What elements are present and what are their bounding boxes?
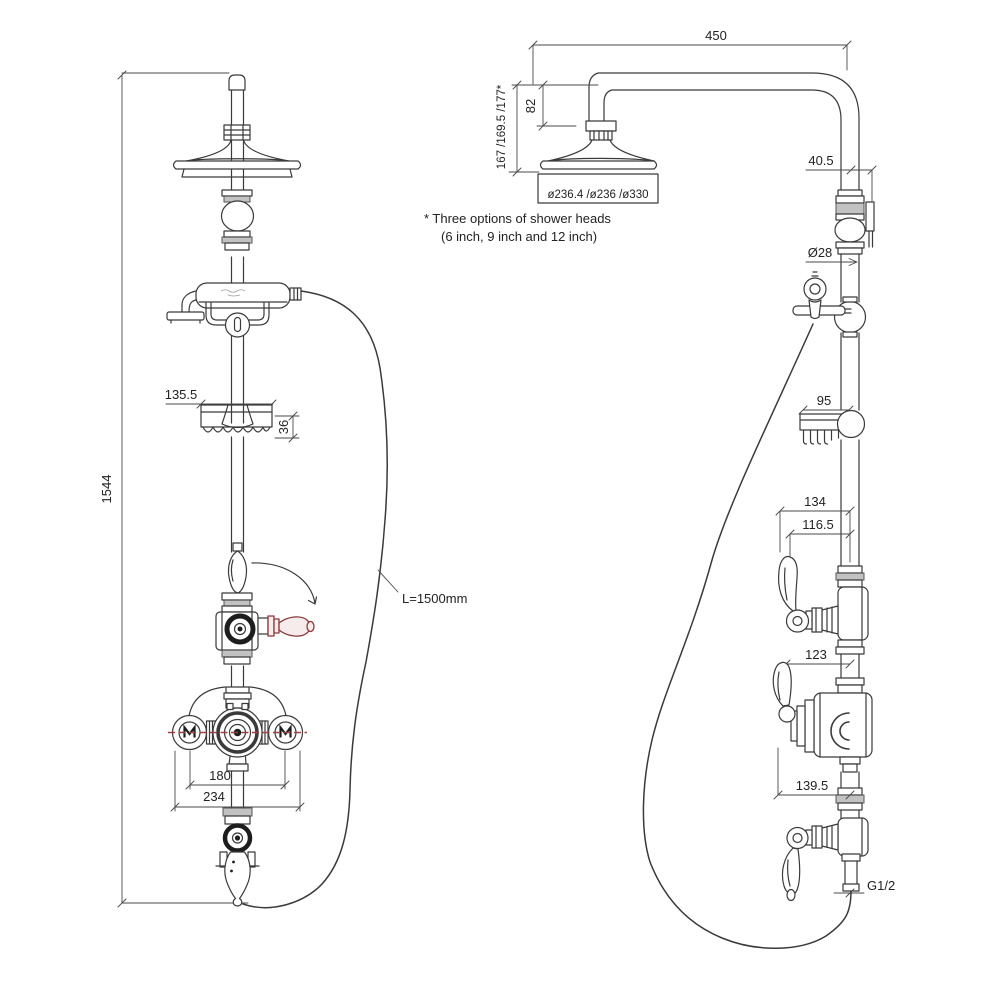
side-view: 450 82 167 /169.5 /177* ø236.4 /ø236 /ø3…	[424, 28, 895, 949]
cradle-knob	[224, 312, 251, 338]
head-size-outline	[537, 173, 659, 204]
left-union-mark	[183, 724, 196, 738]
dim-450-label: 450	[705, 28, 727, 43]
brand-mark	[220, 289, 246, 297]
outlet-lever-down	[781, 847, 801, 895]
dim-450-lines	[528, 40, 852, 85]
front-coupler	[220, 189, 255, 251]
note: * Three options of shower heads (6 inch,…	[424, 211, 611, 244]
dim-180-label: 180	[209, 768, 231, 783]
hose-curve	[242, 290, 389, 909]
wall-bracket	[865, 201, 875, 232]
red-lever-handle	[278, 616, 311, 637]
dim-95-label: 95	[817, 393, 831, 408]
dim-116-5-label: 116.5	[802, 517, 834, 532]
front-head-nut-lines	[223, 124, 251, 141]
valve-clip	[830, 712, 850, 750]
dim-40-5-lines	[805, 165, 877, 202]
side-diverter-tee	[777, 555, 869, 655]
dim-134-label: 134	[804, 494, 826, 509]
side-riser-pipe	[840, 253, 860, 819]
dim-pipe-dia-label: Ø28	[808, 245, 833, 260]
front-lever-valve	[215, 542, 318, 665]
head-diameter-options-label: ø236.4 /ø236 /ø330	[547, 189, 648, 201]
side-hose-curve	[642, 323, 852, 949]
dim-82-label: 82	[523, 99, 538, 113]
hand-shower-handle	[224, 851, 251, 907]
dim-123-label: 123	[805, 647, 827, 662]
side-soap-dish: 95	[798, 393, 866, 445]
dim-arm-drop: 82 167 /169.5 /177*	[496, 80, 599, 177]
front-hose: L=1500mm	[242, 290, 467, 909]
right-union-mark	[279, 724, 292, 738]
note-line1: * Three options of shower heads	[424, 211, 611, 226]
front-diverter	[166, 282, 302, 338]
dim-dish-height-label: 36	[276, 420, 291, 434]
dim-pipe-dia-lines	[805, 258, 858, 266]
dim-overall-height: 1544	[99, 70, 249, 908]
hose-nut	[842, 883, 860, 892]
red-lever-ring	[267, 615, 275, 637]
front-thermo-valve: 180 234	[168, 686, 307, 812]
dim-dish-width-label: 135.5	[165, 387, 198, 402]
wall-outlet-flange	[166, 311, 205, 321]
dim-234-label: 234	[203, 789, 225, 804]
front-soap-dish: 135.5 36	[165, 387, 300, 443]
dim-head-heights-label: 167 /169.5 /177*	[496, 84, 508, 169]
valve-lever	[772, 661, 792, 707]
dim-overall-height-label: 1544	[99, 475, 114, 504]
rotation-arc-arrow	[251, 562, 318, 605]
dim-134-lines	[775, 506, 855, 563]
side-coupler	[834, 189, 875, 255]
front-shower-head	[172, 139, 302, 178]
dim-116-5-lines	[785, 529, 855, 584]
dim-40-5-label: 40.5	[808, 153, 833, 168]
side-outlet-tee	[781, 817, 869, 902]
diverter-body	[195, 282, 291, 309]
dim-139-5-lines	[773, 747, 855, 800]
diverter-lever-up	[777, 555, 798, 612]
side-shower-head: ø236.4 /ø236 /ø330	[537, 120, 659, 204]
dim-139-5-label: 139.5	[796, 778, 829, 793]
shower-arm	[588, 72, 860, 191]
front-view: 1544	[99, 70, 467, 909]
front-hand-shower	[215, 807, 260, 907]
front-riser-cap	[228, 74, 246, 91]
hose-port	[289, 287, 302, 301]
dim-g12-label: G1/2	[867, 878, 895, 893]
dim-g12-lines	[833, 888, 865, 898]
front-head-nut	[223, 124, 251, 141]
side-cradle	[792, 271, 867, 338]
note-line2: (6 inch, 9 inch and 12 inch)	[441, 229, 597, 244]
hose-length-label: L=1500mm	[402, 591, 467, 606]
